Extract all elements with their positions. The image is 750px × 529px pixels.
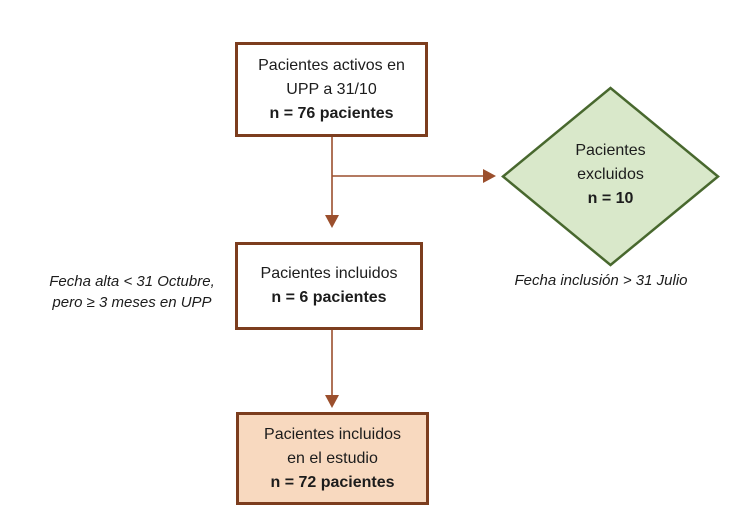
- node-source-line1: Pacientes activos en: [258, 56, 405, 74]
- node-study-box: Pacientes incluidos en el estudio n = 72…: [236, 412, 429, 505]
- node-excluded-label: Pacientes excluidos n = 10: [530, 139, 691, 211]
- node-study-line1: Pacientes incluidos: [264, 425, 401, 443]
- node-source-count: n = 76 pacientes: [269, 104, 394, 122]
- node-included-box: Pacientes incluidos n = 6 pacientes: [235, 242, 423, 330]
- node-excluded-line2: excluidos: [577, 166, 644, 183]
- node-study-line2: en el estudio: [287, 449, 378, 467]
- node-included-count: n = 6 pacientes: [271, 289, 387, 306]
- node-included-line1: Pacientes incluidos: [260, 265, 398, 282]
- arrow-source-to-included: [325, 137, 339, 228]
- node-excluded-line1: Pacientes: [575, 142, 646, 159]
- node-excluded-count: n = 10: [587, 190, 634, 207]
- annotation-exclusion-line1: Fecha inclusión > 31 Julio: [514, 272, 688, 289]
- node-source-line2: UPP a 31/10: [286, 80, 377, 98]
- node-source-box: Pacientes activos en UPP a 31/10 n = 76 …: [235, 42, 428, 137]
- annotation-inclusion-line2: pero ≥ 3 meses en UPP: [52, 294, 212, 311]
- annotation-inclusion-line1: Fecha alta < 31 Octubre,: [49, 273, 215, 290]
- arrow-branch-to-excluded: [332, 169, 496, 183]
- annotation-inclusion-criteria: Fecha alta < 31 Octubre, pero ≥ 3 meses …: [26, 271, 238, 313]
- arrow-included-to-study: [325, 330, 339, 408]
- annotation-exclusion-criteria: Fecha inclusión > 31 Julio: [500, 270, 702, 291]
- node-study-count: n = 72 pacientes: [270, 473, 395, 491]
- excluded-diamond-shape: [501, 86, 720, 267]
